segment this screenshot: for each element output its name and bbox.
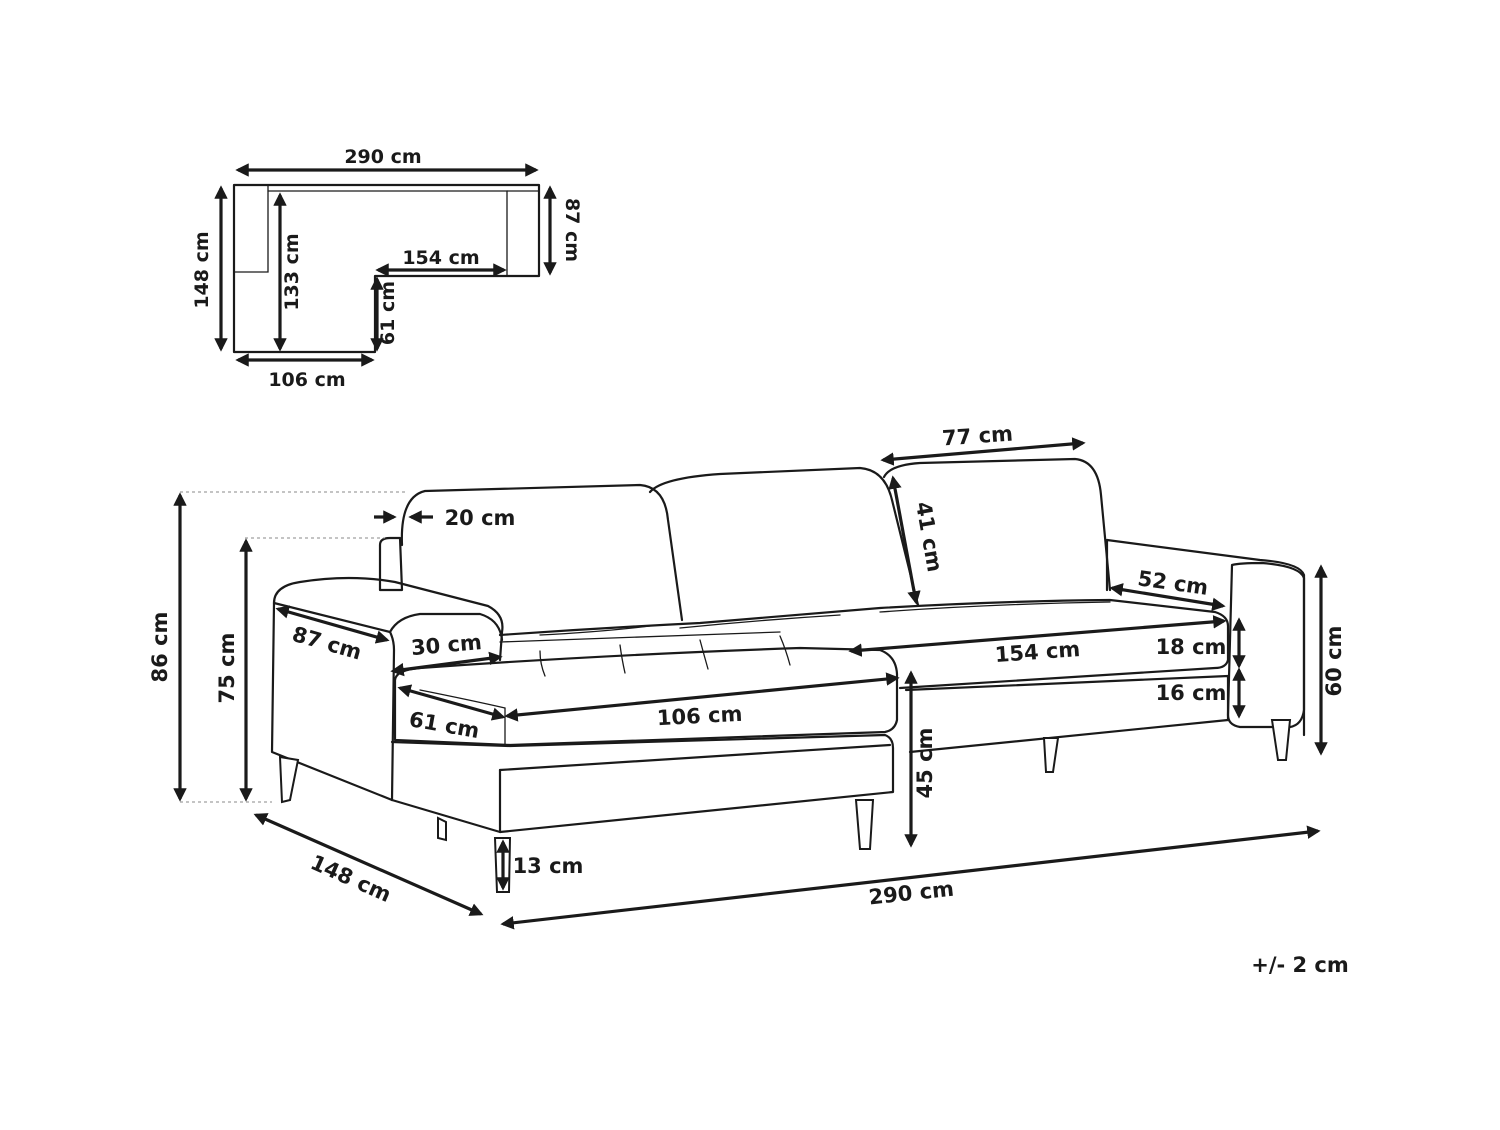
armrest-width-arrow	[390, 651, 503, 677]
tolerance-label: +/- 2 cm	[1251, 953, 1349, 977]
guide-lines	[180, 491, 408, 803]
depth-label: 148 cm	[307, 850, 395, 907]
floor-plan-seat-width-label: 154 cm	[402, 247, 479, 269]
floor-plan-width-label: 290 cm	[344, 146, 421, 168]
seat-cushion-label: 18 cm	[1156, 635, 1227, 659]
back-cushion-width-arrow	[880, 437, 1086, 466]
back-cushion-width-label: 77 cm	[941, 422, 1013, 451]
left-armrest	[272, 576, 504, 662]
floor-plan-chaise-width-label: 106 cm	[268, 369, 345, 391]
base-height-label: 16 cm	[1156, 681, 1227, 705]
sofa-dimensions: 86 cm 75 cm 20 cm 87 cm 30 cm 61 cm 106 …	[148, 422, 1346, 930]
seat-width-arrow	[848, 615, 1227, 657]
floor-plan-back-depth-label: 87 cm	[561, 198, 583, 262]
back-cushion-height-label: 41 cm	[911, 500, 947, 574]
floor-plan-inner-depth-label: 133 cm	[281, 233, 303, 310]
seat-width-label: 154 cm	[994, 637, 1081, 667]
chaise-depth-arrow	[397, 684, 506, 721]
armrest-length-arrow	[275, 605, 390, 644]
arm-height-label: 75 cm	[215, 633, 239, 704]
total-width-arrow	[500, 825, 1321, 930]
chaise-width-arrow	[504, 672, 900, 722]
back-cushion-middle	[648, 466, 920, 607]
armrest-length-label: 87 cm	[290, 622, 365, 665]
right-arm-height-label: 60 cm	[1322, 626, 1346, 697]
back-cushion-left	[400, 483, 684, 622]
depth-arrow	[253, 813, 484, 916]
cushion-thickness-label: 20 cm	[445, 506, 516, 530]
chaise-width-label: 106 cm	[656, 702, 743, 730]
floor-plan-outline	[232, 183, 541, 354]
floor-plan-depth-label: 148 cm	[191, 231, 213, 308]
seat-depth-arrow	[1109, 583, 1226, 611]
sofa-drawing	[270, 457, 1306, 893]
floor-plan-chaise-inner-label: 61 cm	[377, 281, 399, 345]
chaise-depth-label: 61 cm	[407, 707, 481, 743]
back-cushion-height-arrow	[888, 475, 921, 605]
seat-height-label: 45 cm	[913, 728, 937, 799]
floor-plan: 290 cm 148 cm 133 cm 106 cm 61 cm 154 cm…	[191, 146, 583, 391]
armrest-width-label: 30 cm	[410, 630, 483, 660]
total-height-label: 86 cm	[148, 612, 172, 683]
leg-height-label: 13 cm	[513, 854, 584, 878]
